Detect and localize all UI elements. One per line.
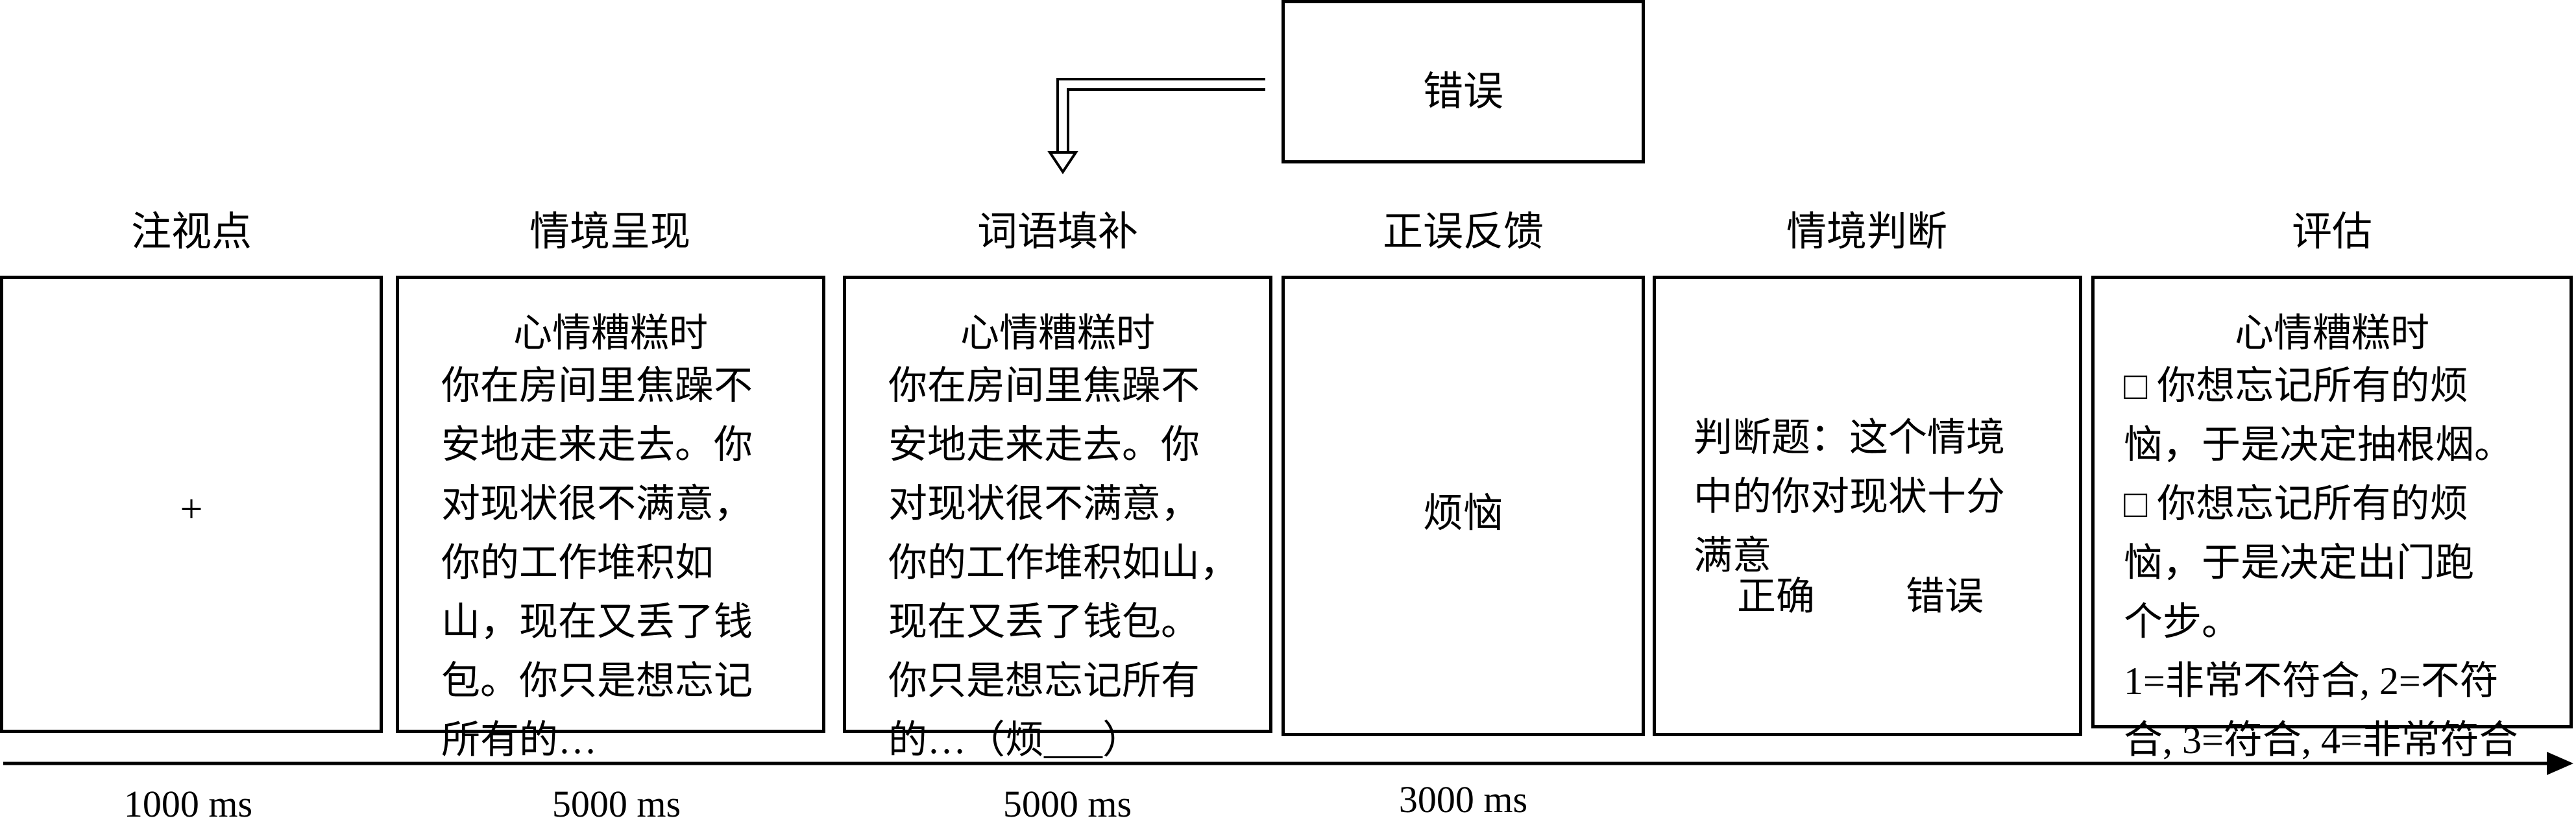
text-line: 你只是想忘记所有 <box>888 660 1200 702</box>
elbow-arrow-icon <box>1047 78 1265 174</box>
fill-in-title: 心情糟糕时 <box>960 312 1155 355</box>
fill-in-box: 心情糟糕时 你在房间里焦躁不 安地走来走去。你 对现状很不满意， 你的工作堆积如… <box>843 276 1272 761</box>
text-line: 包。你只是想忘记 <box>441 660 753 702</box>
text-line: 满意 <box>1694 534 1771 577</box>
rating-scale-line: 合, 3=符合, 4=非常符合 <box>2124 719 2518 761</box>
duration-scenario: 5000 ms <box>552 783 681 825</box>
evaluation-title: 心情糟糕时 <box>2235 312 2429 355</box>
error-feedback-text: 错误 <box>1422 70 1503 114</box>
stage-label-judgment: 情境判断 <box>1786 210 1947 254</box>
option-smoke-line[interactable]: □ 你想忘记所有的烦 <box>2124 365 2469 407</box>
text-line: 你在房间里焦躁不 <box>441 365 753 407</box>
stage-label-fill-in: 词语填补 <box>977 210 1138 254</box>
text-line: 现在又丢了钱包。 <box>888 601 1200 643</box>
text-line: 恼，于是决定抽根烟。 <box>2124 424 2513 466</box>
text-line: 安地走来走去。你 <box>888 424 1200 466</box>
text-line: 对现状很不满意， <box>888 483 1200 525</box>
evaluation-items: □ 你想忘记所有的烦 恼，于是决定抽根烟。 □ 你想忘记所有的烦 恼，于是决定出… <box>2124 357 2518 770</box>
stage-label-feedback: 正误反馈 <box>1382 210 1544 254</box>
fixation-box: + <box>0 276 383 733</box>
duration-fixation: 1000 ms <box>123 783 253 825</box>
scenario-text: 你在房间里焦躁不 安地走来走去。你 对现状很不满意， 你的工作堆积如 山，现在又… <box>441 357 753 770</box>
text-line: 对现状很不满意， <box>441 483 753 525</box>
scenario-title: 心情糟糕时 <box>513 312 708 355</box>
feedback-word: 烦恼 <box>1422 492 1503 536</box>
judgment-question: 判断题：这个情境 中的你对现状十分 满意 <box>1694 409 2005 586</box>
rating-scale-line: 1=非常不符合, 2=不符 <box>2124 660 2499 702</box>
judgment-box: 判断题：这个情境 中的你对现状十分 满意 正确 错误 <box>1653 276 2082 736</box>
timeline-arrow-icon <box>3 752 2573 775</box>
judgment-option-correct[interactable]: 正确 <box>1737 575 1815 618</box>
scenario-box: 心情糟糕时 你在房间里焦躁不 安地走来走去。你 对现状很不满意， 你的工作堆积如… <box>396 276 825 761</box>
stage-label-scenario: 情境呈现 <box>529 210 690 254</box>
feedback-box: 烦恼 <box>1282 276 1645 736</box>
fixation-cross: + <box>180 487 203 531</box>
duration-fill-in: 5000 ms <box>1002 783 1132 825</box>
text-line: 中的你对现状十分 <box>1694 475 2005 518</box>
stage-label-evaluation: 评估 <box>2291 210 2372 254</box>
text-line: 个步。 <box>2124 601 2241 643</box>
text-line: 你的工作堆积如山， <box>888 542 1239 584</box>
error-feedback-box: 错误 <box>1282 0 1645 163</box>
text-line: 判断题：这个情境 <box>1694 416 2005 459</box>
evaluation-box: 心情糟糕时 □ 你想忘记所有的烦 恼，于是决定抽根烟。 □ 你想忘记所有的烦 恼… <box>2091 276 2573 761</box>
judgment-option-wrong[interactable]: 错误 <box>1906 575 1984 618</box>
stage-label-fixation: 注视点 <box>130 210 252 254</box>
text-line: 你在房间里焦躁不 <box>888 365 1200 407</box>
text-line: 安地走来走去。你 <box>441 424 753 466</box>
text-line: 山，现在又丢了钱 <box>441 601 753 643</box>
text-line: 所有的… <box>441 719 597 761</box>
fill-in-text: 你在房间里焦躁不 安地走来走去。你 对现状很不满意， 你的工作堆积如山， 现在又… <box>888 357 1239 770</box>
duration-feedback: 3000 ms <box>1398 778 1528 821</box>
text-line: 恼，于是决定出门跑 <box>2124 542 2474 584</box>
text-line: 的…（烦___） <box>888 719 1141 761</box>
text-line: 你的工作堆积如 <box>441 542 714 584</box>
option-run-line[interactable]: □ 你想忘记所有的烦 <box>2124 483 2469 525</box>
